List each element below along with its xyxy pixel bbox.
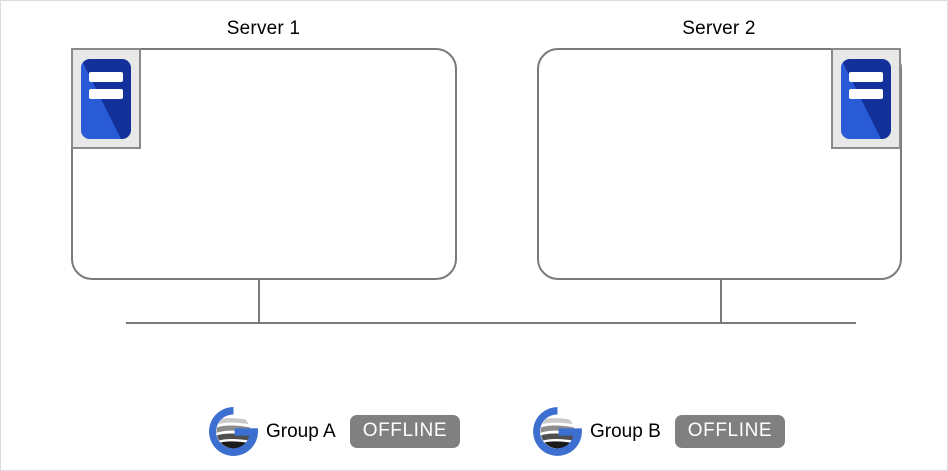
network-bus-line bbox=[126, 322, 856, 324]
server-rack-icon-sheen bbox=[81, 58, 121, 139]
group-b-status-badge[interactable]: OFFLINE bbox=[674, 415, 786, 448]
server-rack-icon-bar-top bbox=[849, 71, 883, 82]
legend-item-group-a[interactable]: Group A OFFLINE bbox=[207, 405, 461, 458]
server-2-icon-plate[interactable] bbox=[831, 48, 901, 149]
group-a-label: Group A bbox=[266, 420, 336, 442]
gluster-globe-g-logo bbox=[209, 407, 258, 456]
group-b-label: Group B bbox=[590, 420, 661, 442]
server-1-drop-line bbox=[258, 278, 260, 324]
server-rack-icon-bar-top bbox=[89, 71, 123, 82]
server-rack-icon-bar-bottom bbox=[849, 88, 883, 99]
server-2-title: Server 2 bbox=[682, 18, 756, 39]
server-1-icon-plate[interactable] bbox=[71, 48, 141, 149]
server-1-title: Server 1 bbox=[226, 18, 301, 39]
gluster-globe-g-logo bbox=[533, 407, 582, 456]
server-rack-icon bbox=[81, 58, 131, 139]
server-2-drop-line bbox=[720, 278, 722, 324]
server-rack-icon bbox=[841, 58, 891, 139]
group-a-status-badge[interactable]: OFFLINE bbox=[349, 415, 461, 448]
legend-item-group-b[interactable]: Group B OFFLINE bbox=[531, 405, 786, 458]
server-rack-icon-bar-bottom bbox=[89, 88, 123, 99]
server-rack-icon-sheen bbox=[841, 58, 881, 139]
